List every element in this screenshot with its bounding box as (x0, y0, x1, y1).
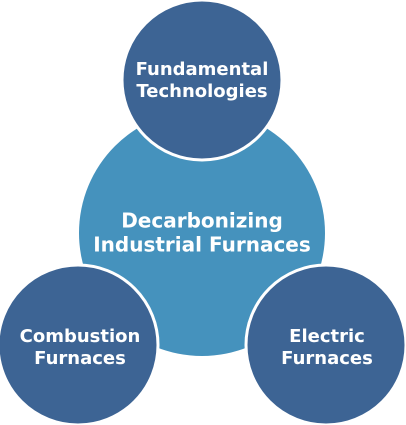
center-label-line-1: Decarbonizing (121, 209, 283, 233)
top-label-line-1: Fundamental (136, 59, 269, 80)
left-circle (0, 263, 160, 425)
left-label-line-1: Combustion (20, 326, 141, 347)
right-label-line-1: Electric (289, 326, 365, 347)
top-label-line-2: Technologies (136, 81, 267, 102)
left-label-line-2: Furnaces (34, 348, 126, 369)
center-label-line-2: Industrial Furnaces (93, 233, 311, 257)
right-circle (244, 263, 406, 425)
right-label-line-2: Furnaces (281, 348, 373, 369)
top-circle (120, 0, 284, 162)
